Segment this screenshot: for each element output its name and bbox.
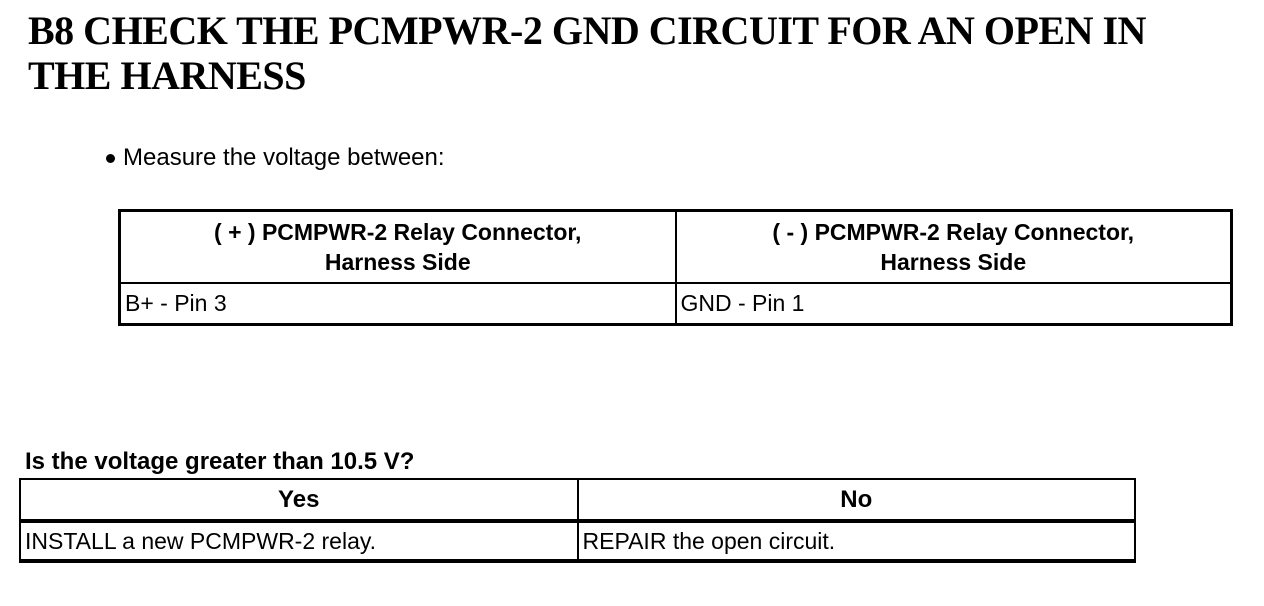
measurement-header-positive-line1: ( + ) PCMPWR-2 Relay Connector, bbox=[214, 218, 582, 245]
page-title: B8 CHECK THE PCMPWR-2 GND CIRCUIT FOR AN… bbox=[28, 8, 1146, 98]
measurement-negative-value: GND - Pin 1 bbox=[674, 281, 1233, 326]
decision-question: Is the voltage greater than 10.5 V? bbox=[25, 448, 415, 475]
decision-table-action-row: INSTALL a new PCMPWR-2 relay. REPAIR the… bbox=[19, 519, 1136, 563]
measurement-positive-value: B+ - Pin 3 bbox=[118, 281, 677, 326]
decision-header-yes: Yes bbox=[19, 478, 579, 523]
measurement-header-positive: ( + ) PCMPWR-2 Relay Connector, Harness … bbox=[118, 209, 677, 284]
measurement-table-value-row: B+ - Pin 3 GND - Pin 1 bbox=[118, 281, 1233, 326]
page-title-line2: THE HARNESS bbox=[28, 53, 306, 98]
measurement-header-negative: ( - ) PCMPWR-2 Relay Connector, Harness … bbox=[674, 209, 1233, 284]
decision-header-no: No bbox=[576, 478, 1136, 523]
instruction-text: Measure the voltage between: bbox=[123, 144, 445, 171]
measurement-table: ( + ) PCMPWR-2 Relay Connector, Harness … bbox=[118, 209, 1233, 326]
decision-table-header-row: Yes No bbox=[19, 478, 1136, 523]
measurement-header-positive-line2: Harness Side bbox=[324, 248, 471, 275]
decision-action-yes: INSTALL a new PCMPWR-2 relay. bbox=[19, 519, 579, 563]
instruction-bullet-item: Measure the voltage between: bbox=[106, 144, 445, 172]
decision-action-no: REPAIR the open circuit. bbox=[576, 519, 1136, 563]
measurement-table-header-row: ( + ) PCMPWR-2 Relay Connector, Harness … bbox=[118, 209, 1233, 284]
decision-table: Yes No INSTALL a new PCMPWR-2 relay. REP… bbox=[19, 478, 1136, 563]
measurement-header-negative-line2: Harness Side bbox=[880, 248, 1027, 275]
bullet-icon bbox=[106, 153, 115, 163]
measurement-header-negative-line1: ( - ) PCMPWR-2 Relay Connector, bbox=[772, 218, 1135, 245]
page-title-line1: B8 CHECK THE PCMPWR-2 GND CIRCUIT FOR AN… bbox=[28, 8, 1146, 53]
